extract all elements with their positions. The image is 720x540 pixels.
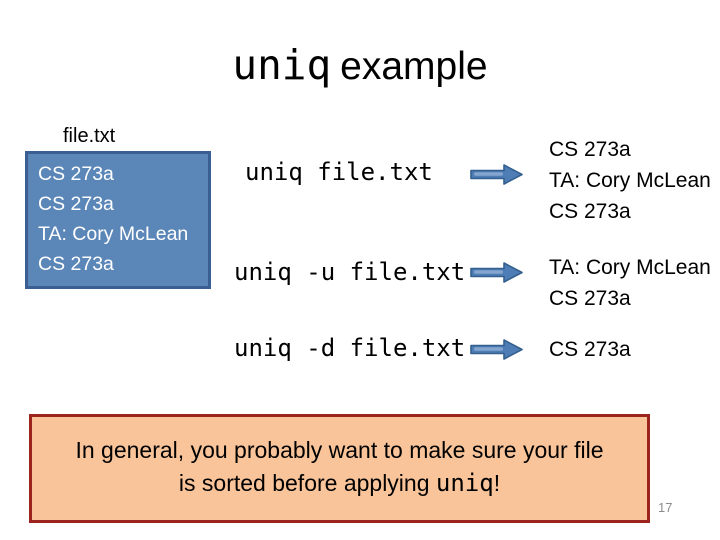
output-line: CS 273a	[549, 200, 631, 223]
output-line: TA: Cory McLean	[549, 169, 711, 192]
command-output: CS 273a TA: Cory McLean CS 273a	[549, 134, 711, 227]
output-line: CS 273a	[549, 338, 631, 361]
arrow-right-icon	[470, 164, 523, 185]
command-uniq-u: uniq -u file.txt	[234, 258, 466, 286]
file-line: CS 273a	[38, 253, 114, 275]
slide-title-code: uniq	[232, 41, 332, 89]
file-line: CS 273a	[38, 193, 114, 215]
note-line-1: In general, you probably want to make su…	[75, 437, 604, 463]
note-line-2-suffix: !	[493, 470, 501, 496]
file-contents-box: CS 273a CS 273a TA: Cory McLean CS 273a	[25, 151, 211, 289]
file-line: TA: Cory McLean	[38, 223, 189, 245]
file-line: CS 273a	[38, 163, 114, 185]
output-line: CS 273a	[549, 138, 631, 161]
command-output: CS 273a	[549, 334, 631, 365]
slide-title-rest: example	[340, 45, 488, 88]
note-line-2: is sorted before applying uniq!	[32, 467, 647, 500]
page-number: 17	[658, 500, 673, 515]
output-line: CS 273a	[549, 287, 631, 310]
command-uniq: uniq file.txt	[245, 158, 433, 186]
note-line-2-code: uniq	[435, 469, 494, 497]
file-name-label: file.txt	[63, 125, 116, 147]
command-uniq-d: uniq -d file.txt	[234, 334, 466, 362]
arrow-right-icon	[470, 339, 523, 360]
note-box: In general, you probably want to make su…	[29, 414, 650, 523]
note-line-2-text: is sorted before applying	[178, 470, 436, 496]
output-line: TA: Cory McLean	[549, 256, 711, 279]
command-output: TA: Cory McLean CS 273a	[549, 252, 711, 314]
arrow-right-icon	[470, 262, 523, 283]
